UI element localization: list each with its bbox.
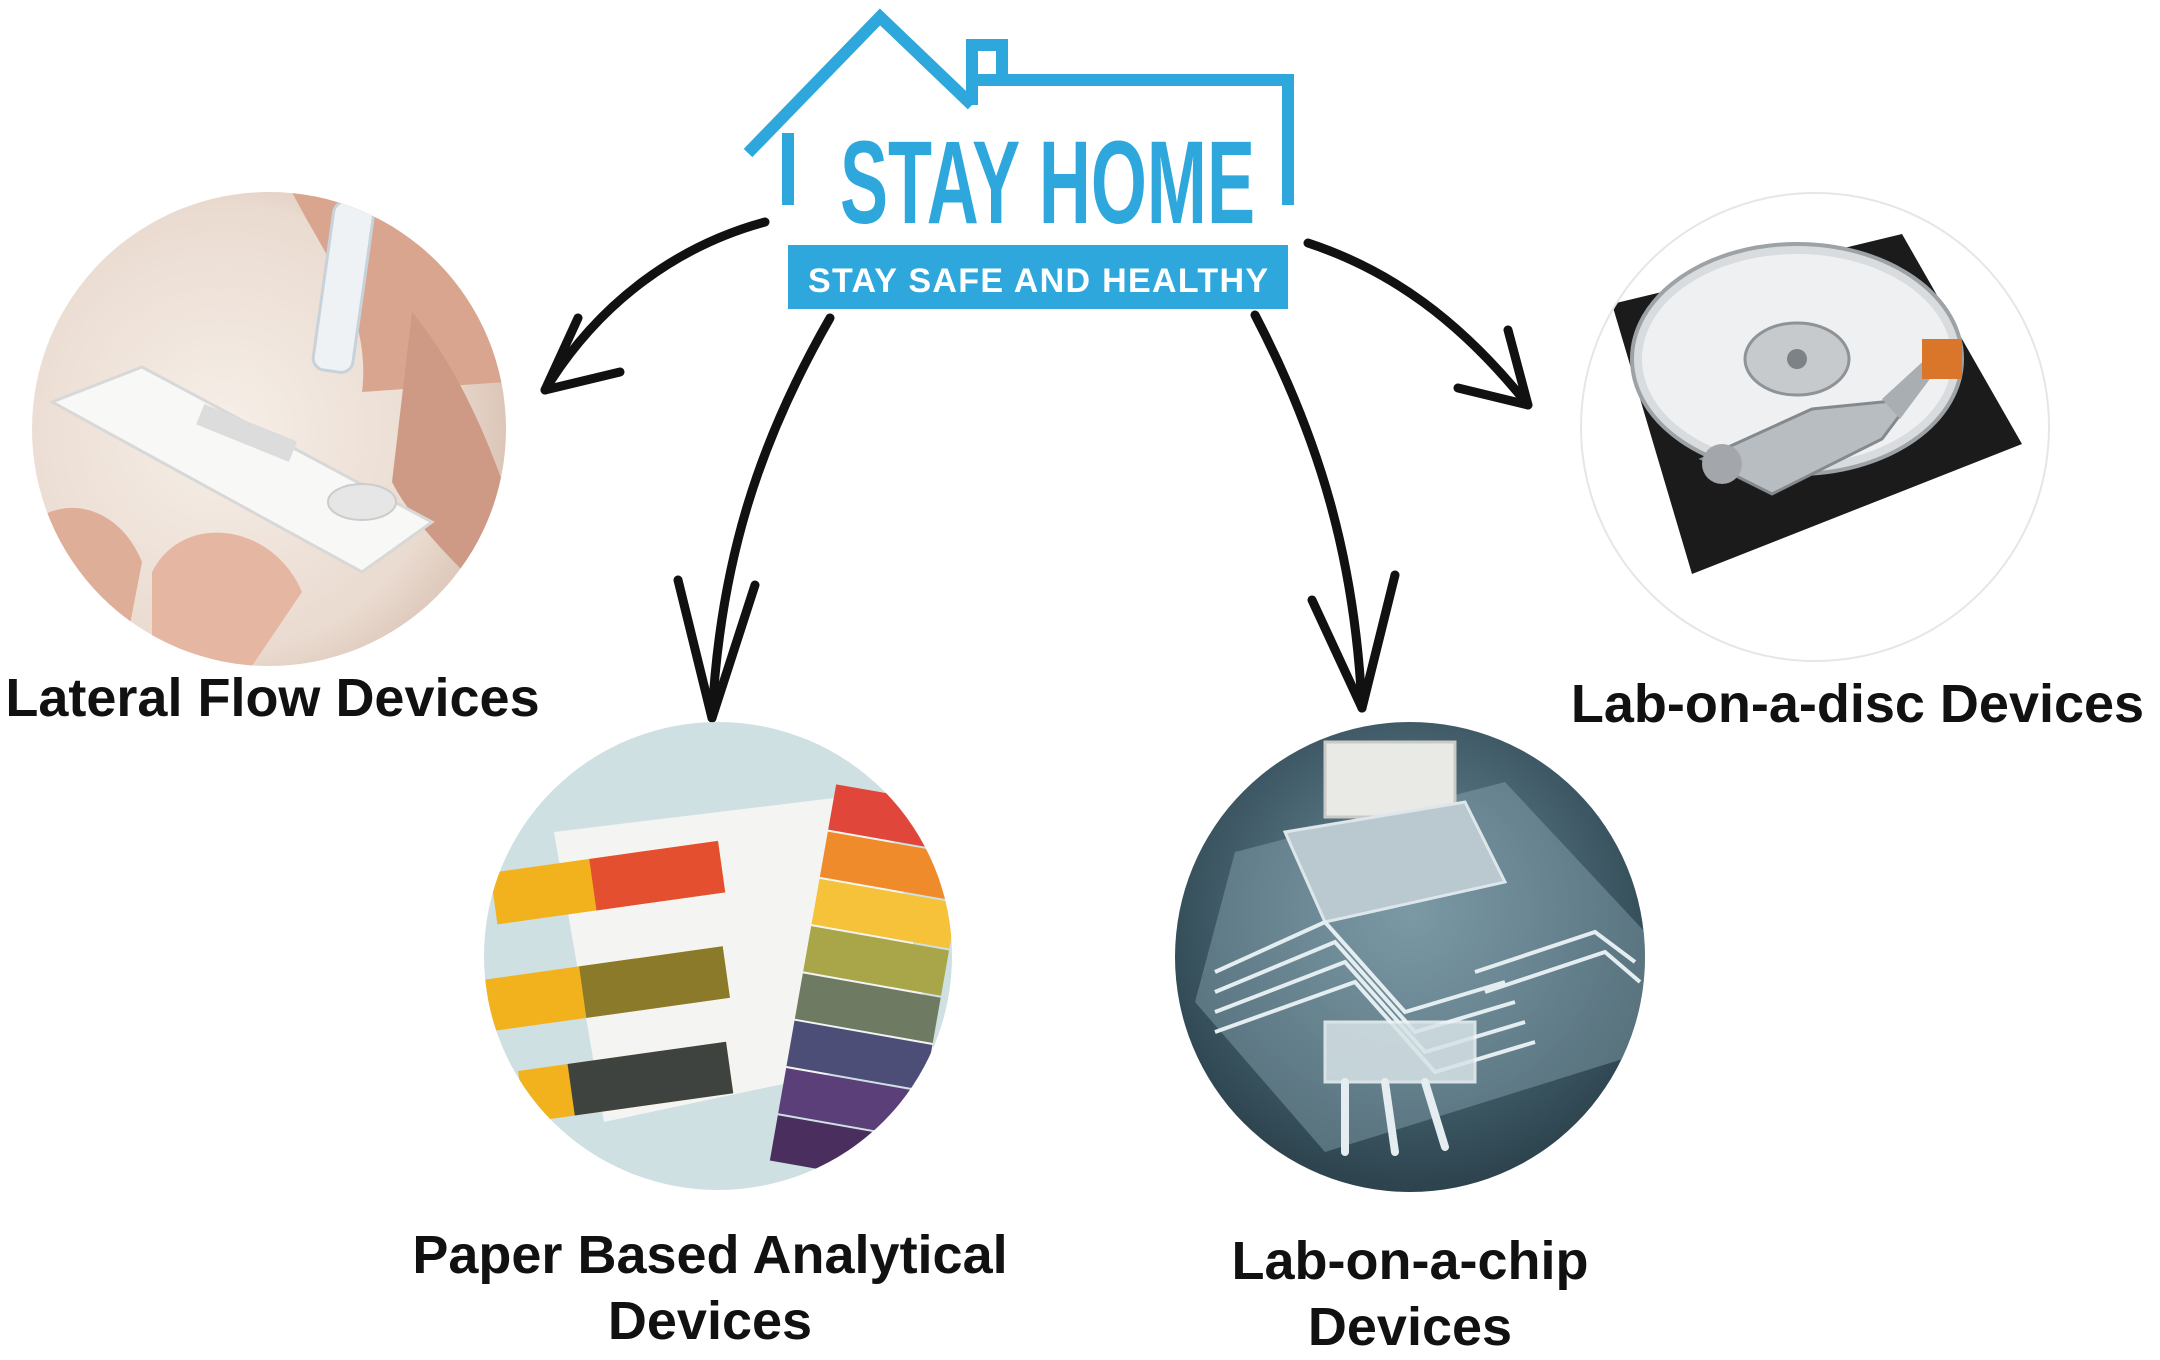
lateral-flow-test-illustration xyxy=(32,192,506,666)
label-lab-on-chip-line-1: Lab-on-a-chip xyxy=(1231,1231,1589,1291)
label-paper-based-line-2: Devices xyxy=(607,1291,813,1351)
logo-title: STAY HOME xyxy=(840,117,1255,249)
arrow-to-lab-on-chip xyxy=(1250,310,1367,713)
label-lateral-flow-line-1: Lateral Flow Devices xyxy=(5,668,540,728)
microfluidic-chip-illustration xyxy=(1195,740,1645,1156)
paper-based-photo xyxy=(484,722,952,1190)
arrow-to-paper-based xyxy=(707,313,835,723)
label-lab-on-chip: Lab-on-a-chip Devices xyxy=(1180,1228,1640,1360)
ph-test-strips-illustration xyxy=(485,784,952,1185)
arrow-to-lab-on-disc xyxy=(1303,238,1533,410)
arrowhead-lateral-flow xyxy=(540,313,625,395)
hard-disk-illustration xyxy=(1612,234,2022,574)
label-lateral-flow: Lateral Flow Devices xyxy=(0,665,545,731)
lateral-flow-photo xyxy=(32,192,506,666)
label-paper-based-line-1: Paper Based Analytical xyxy=(412,1225,1008,1285)
lab-on-disc-photo xyxy=(1580,192,2050,662)
arrowhead-paper-based xyxy=(673,575,760,723)
label-lab-on-disc-line-1: Lab-on-a-disc Devices xyxy=(1570,674,2145,734)
arrowhead-lab-on-chip xyxy=(1307,570,1400,713)
label-lab-on-chip-line-2: Devices xyxy=(1307,1297,1513,1357)
stay-home-logo: STAY HOME STAY SAFE AND HEALTHY xyxy=(743,8,1294,309)
label-paper-based: Paper Based Analytical Devices xyxy=(395,1222,1025,1354)
arrowhead-lab-on-disc xyxy=(1453,325,1533,410)
label-lab-on-disc: Lab-on-a-disc Devices xyxy=(1555,671,2160,737)
logo-tagline: STAY SAFE AND HEALTHY xyxy=(808,262,1268,300)
arrow-to-lateral-flow xyxy=(540,217,770,395)
lab-on-chip-photo xyxy=(1175,722,1645,1192)
